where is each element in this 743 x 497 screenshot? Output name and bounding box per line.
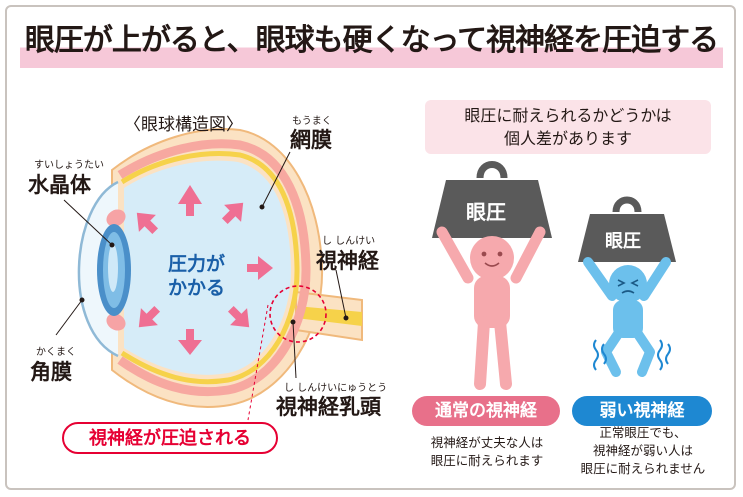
optic-nerve-ruby: し しんけい	[322, 236, 376, 247]
optic-nerve-leader-dot	[343, 315, 349, 321]
callout-leader-line	[247, 304, 269, 421]
lens-ruby: すいしょうたい	[34, 160, 104, 171]
optic-disc-leader-dot	[290, 319, 296, 325]
pressure-arrow	[178, 185, 202, 216]
weak-optic-nerve-badge: 弱い視神経	[572, 396, 712, 426]
normal-person-face	[481, 251, 503, 267]
normal-caption: 視神経が丈夫な人は 眼圧に耐えられます	[402, 434, 572, 470]
lens-highlight-core	[108, 244, 118, 292]
lens-leader-dot	[109, 242, 115, 248]
weak-caption-line-2: 視神経が弱い人は	[592, 443, 693, 458]
optic-nerve-core	[296, 306, 362, 326]
vitreous-body	[124, 160, 292, 375]
lens-leader-line	[63, 199, 113, 246]
normal-caption-line-2: 眼圧に耐えられます	[430, 453, 544, 468]
normal-caption-line-1: 視神経が丈夫な人は	[430, 435, 544, 450]
retina-label: 網膜	[290, 128, 332, 152]
retina-layer-outer	[117, 139, 311, 397]
weak-person	[583, 257, 671, 377]
cornea-ruby: かくまく	[36, 347, 76, 358]
optic-disc-leader-line	[292, 321, 297, 379]
retina-leader-line	[261, 151, 291, 208]
weak-caption: 正常眼圧でも、 視神経が弱い人は 眼圧に耐えられません	[572, 424, 714, 478]
tremble-marks	[593, 339, 671, 371]
weak-caption-line-3: 眼圧に耐えられません	[580, 461, 706, 476]
retina-leader-dot	[259, 204, 265, 210]
weak-caption-line-1: 正常眼圧でも、	[599, 425, 687, 440]
pressure-label-line2: かかる	[168, 277, 226, 299]
normal-person	[436, 226, 546, 390]
normal-optic-nerve-badge: 通常の視神経	[412, 396, 560, 426]
optic-disc-label: 視神経乳頭	[276, 395, 381, 419]
optic-nerve-label: 視神経	[316, 249, 379, 273]
note-line-1: 眼圧に耐えられるかどうかは	[464, 106, 672, 125]
normal-weight	[432, 161, 552, 238]
optic-nerve-leader-line	[335, 269, 347, 319]
pressure-label-line1: 圧力が	[168, 253, 226, 275]
retina-layer-inner	[120, 151, 300, 385]
image-frame	[5, 5, 736, 490]
optic-nerve-compressed-callout: 視神経が圧迫される	[62, 422, 278, 454]
cornea-label: 角膜	[30, 360, 72, 384]
note-line-2: 個人差があります	[503, 129, 632, 148]
cornea-leader-dot	[79, 297, 85, 303]
retina-ruby: もうまく	[292, 116, 332, 127]
diagram-title: 〈眼球構造図〉	[124, 115, 243, 135]
individual-difference-note: 眼圧に耐えられるかどうかは 個人差があります	[425, 100, 711, 154]
lens-label: 水晶体	[28, 173, 91, 197]
pressure-arrow	[178, 329, 202, 355]
weak-weight	[578, 196, 676, 262]
ciliary-bottom	[106, 313, 126, 331]
optic-disc-ruby: し しんけいにゅうとう	[284, 383, 388, 394]
page-title: 眼圧が上がると、眼球も硬くなって視神経を圧迫する	[20, 14, 723, 68]
weak-weight-label: 眼圧	[605, 231, 641, 252]
normal-weight-label: 眼圧	[466, 200, 506, 224]
ciliary-top	[106, 209, 126, 227]
optic-disc-highlight	[269, 285, 327, 343]
weak-person-face	[617, 279, 639, 294]
pressure-arrow	[247, 256, 273, 280]
cornea-leader-line	[55, 299, 83, 336]
